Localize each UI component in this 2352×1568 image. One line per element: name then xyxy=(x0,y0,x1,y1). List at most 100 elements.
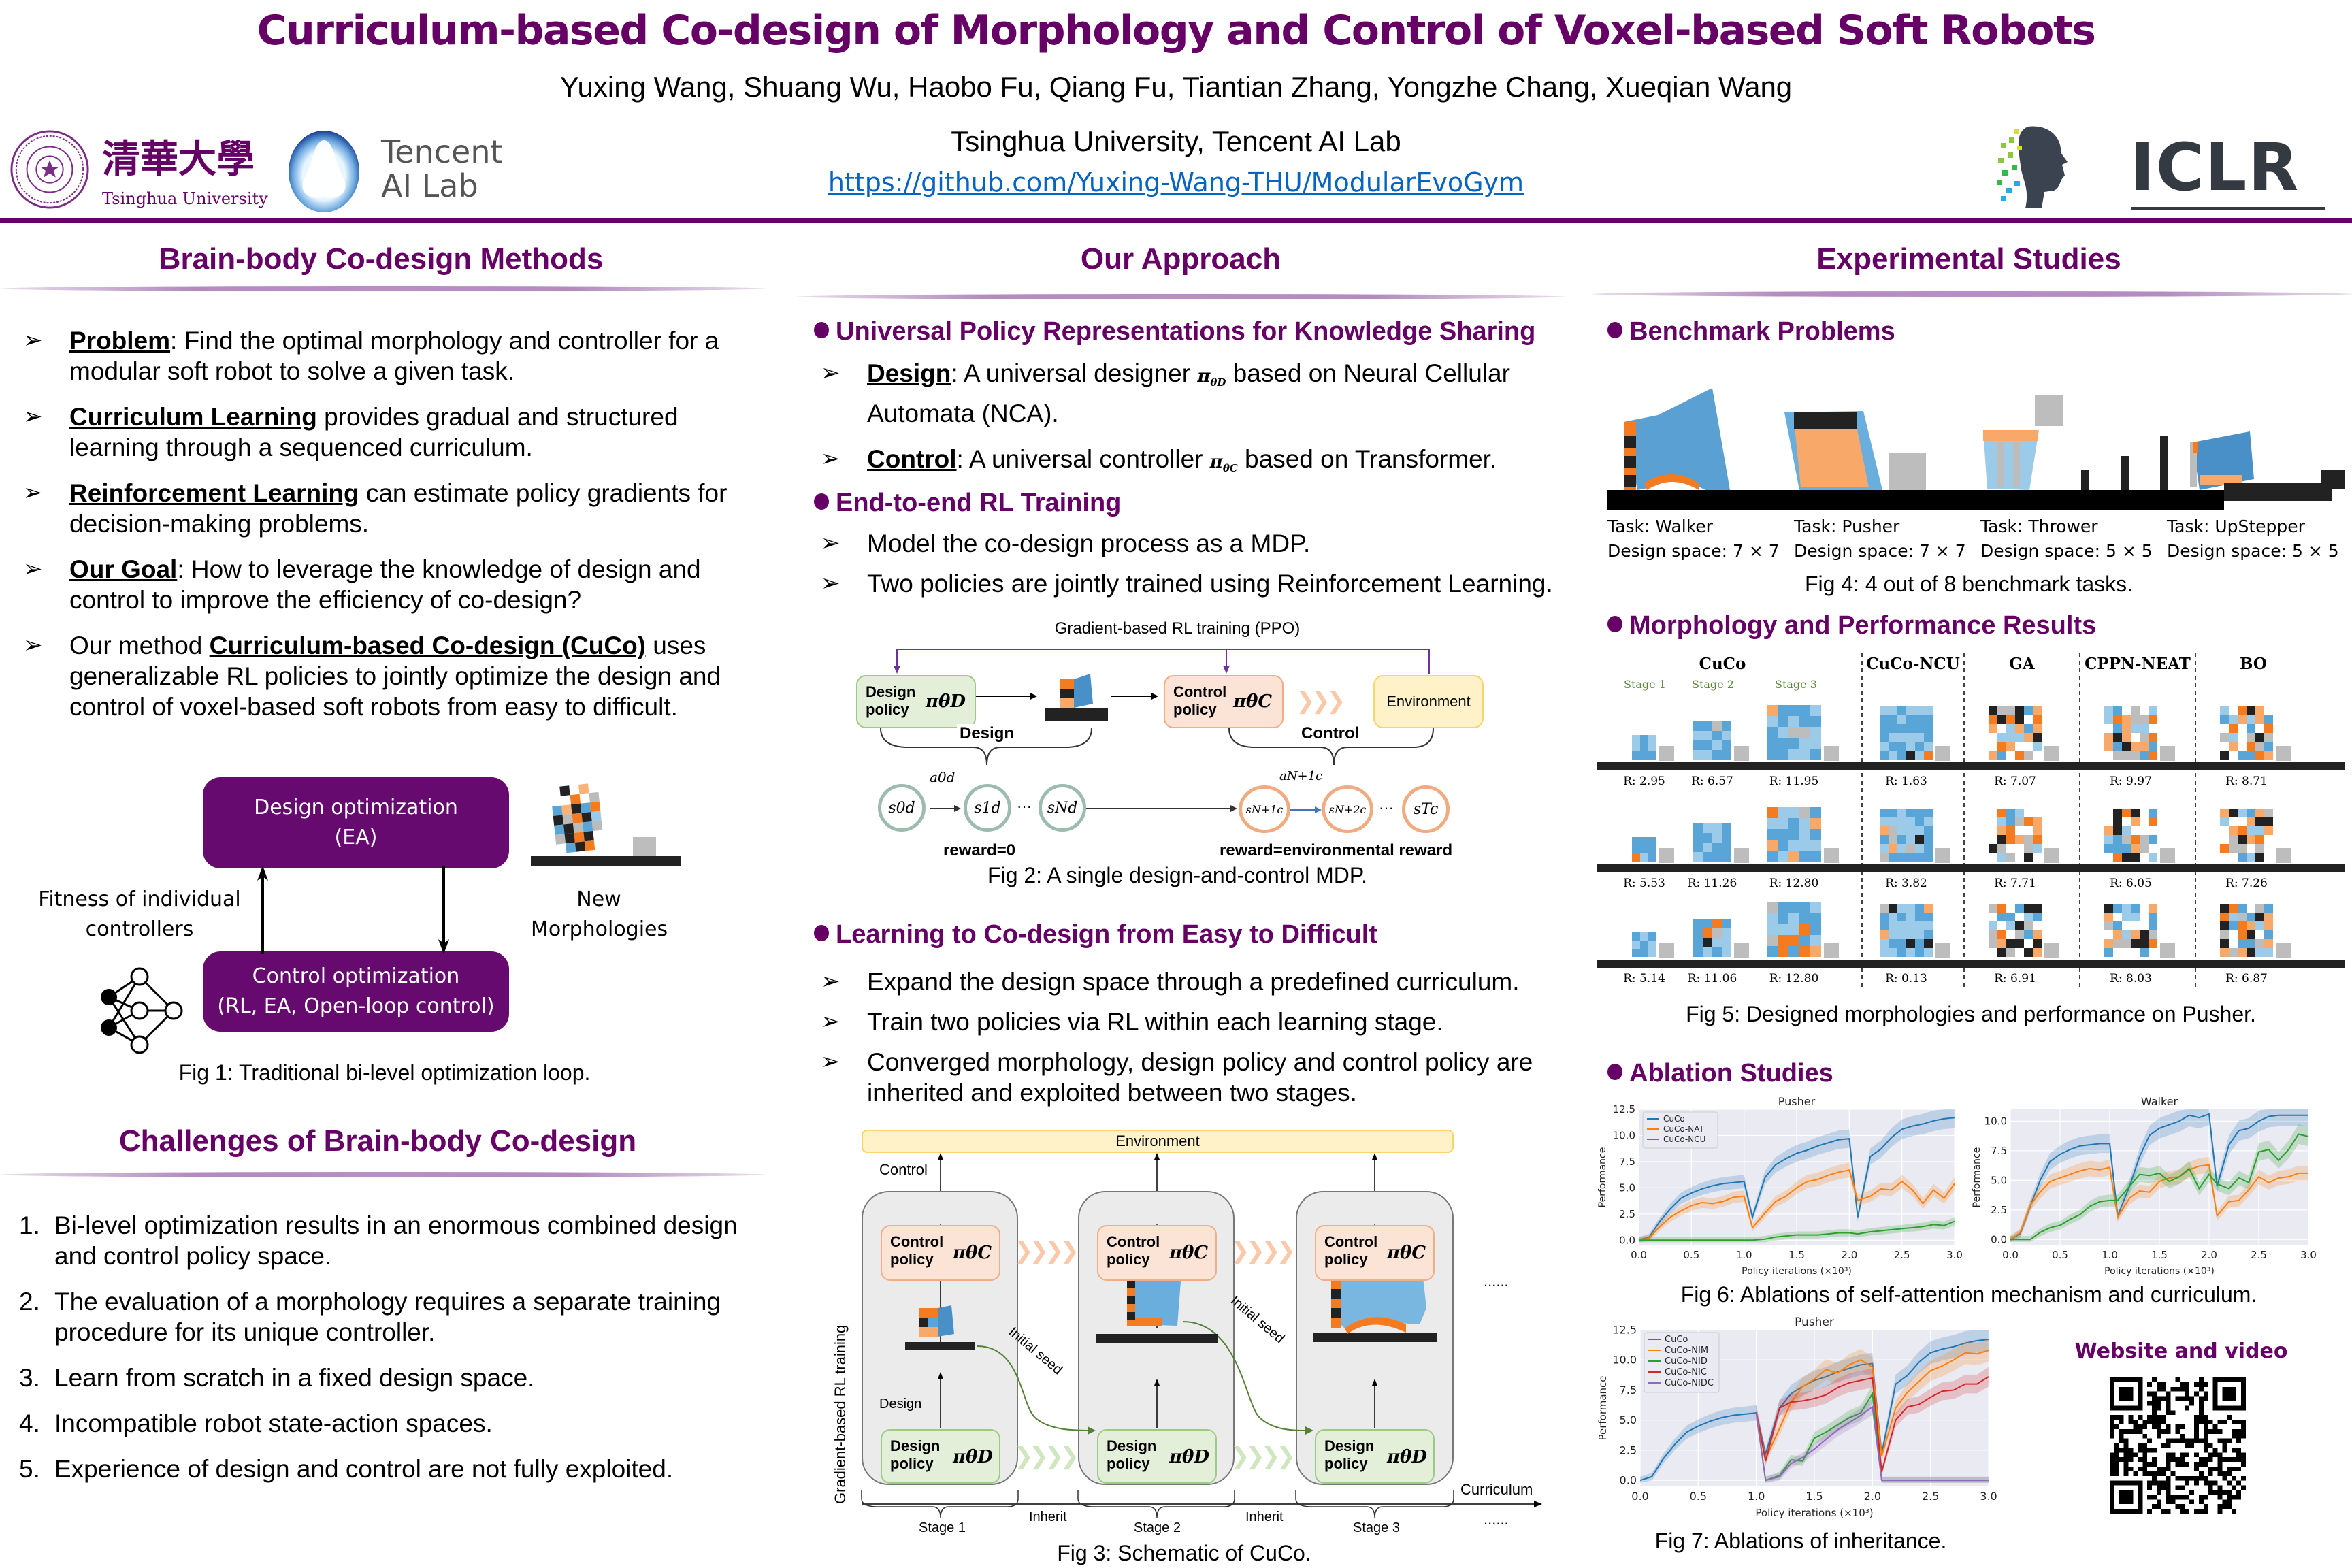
y-tick-label: 12.5 xyxy=(1613,1103,1635,1115)
voxel xyxy=(1889,724,1897,733)
qr-module xyxy=(2222,1457,2227,1463)
design-optimization-box: Design optimization (EA) xyxy=(203,777,509,868)
voxel xyxy=(2247,715,2255,724)
voxel xyxy=(1778,705,1788,716)
voxel xyxy=(1924,706,1933,715)
qr-module xyxy=(2203,1448,2208,1453)
qr-module xyxy=(2166,1396,2171,1401)
qr-module xyxy=(2147,1382,2153,1387)
voxel xyxy=(1712,843,1722,852)
qr-code-icon[interactable] xyxy=(2110,1377,2246,1514)
voxel xyxy=(1924,853,1933,862)
voxel xyxy=(2247,921,2255,930)
voxel xyxy=(2024,835,2033,844)
voxel xyxy=(2015,751,2024,760)
voxel xyxy=(1915,808,1924,817)
voxel xyxy=(1778,716,1788,727)
state-node-control: sN+1c xyxy=(1239,785,1290,833)
pi-theta-c-symbol: πθC xyxy=(1169,1243,1209,1263)
qr-module xyxy=(2161,1509,2166,1514)
voxel xyxy=(1924,751,1933,760)
qr-module xyxy=(2152,1475,2157,1481)
voxel xyxy=(1924,808,1933,817)
qr-module xyxy=(2119,1415,2124,1420)
voxel xyxy=(1897,808,1906,817)
voxel xyxy=(1924,904,1933,913)
robot-morphology xyxy=(1767,705,1821,760)
qr-module xyxy=(2119,1420,2124,1424)
voxel xyxy=(1924,826,1933,835)
control-optimization-box: Control optimization (RL, EA, Open-loop … xyxy=(203,951,509,1032)
voxel xyxy=(1767,913,1778,924)
voxel xyxy=(1722,750,1731,760)
voxel xyxy=(1722,721,1731,731)
voxel xyxy=(1897,733,1906,742)
voxel xyxy=(1799,913,1810,924)
voxel xyxy=(2238,706,2247,715)
qr-module xyxy=(2241,1462,2246,1467)
repo-link[interactable]: https://github.com/Yuxing-Wang-THU/Modul… xyxy=(828,167,1524,197)
task-name: Task: Pusher xyxy=(1794,517,1900,536)
voxel xyxy=(1906,939,1915,948)
voxel xyxy=(2015,921,2024,930)
voxel xyxy=(1640,949,1648,957)
x-tick-label: 1.5 xyxy=(2151,1249,2168,1261)
voxel xyxy=(1799,738,1810,749)
qr-module xyxy=(2222,1490,2227,1495)
voxel xyxy=(1648,751,1656,760)
voxel xyxy=(2149,930,2157,939)
push-box xyxy=(1936,848,1950,863)
voxel xyxy=(1880,751,1889,760)
voxel xyxy=(2247,706,2255,715)
qr-module xyxy=(2199,1420,2204,1424)
fig6-caption: Fig 6: Ablations of self-attention mecha… xyxy=(1680,1282,2257,1307)
qr-module xyxy=(2199,1509,2204,1514)
ground-bar xyxy=(1597,960,2345,968)
qr-module xyxy=(2133,1424,2138,1429)
voxel xyxy=(1767,902,1778,913)
voxel xyxy=(1880,826,1889,835)
design-space: Design space: 7 × 7 xyxy=(1794,541,1966,561)
qr-module xyxy=(2152,1377,2157,1382)
voxel xyxy=(2149,835,2157,844)
qr-module xyxy=(2123,1443,2129,1448)
voxel xyxy=(2131,930,2140,939)
reward-label: R: 6.05 xyxy=(2110,877,2152,890)
bullet-text: can estimate policy gradients for decisi… xyxy=(69,479,728,538)
qr-module xyxy=(2166,1499,2171,1505)
fitness-label-line1: Fitness of individual xyxy=(38,887,241,911)
qr-module xyxy=(2232,1494,2237,1500)
voxel xyxy=(2024,733,2033,742)
stage-label: Stage 2 xyxy=(1692,678,1734,691)
voxel xyxy=(1880,844,1889,853)
qr-module xyxy=(2123,1428,2129,1434)
qr-module xyxy=(2203,1428,2208,1434)
voxel xyxy=(1897,715,1906,724)
voxel xyxy=(2149,921,2157,930)
voxel xyxy=(2220,808,2229,817)
qr-module xyxy=(2147,1494,2153,1500)
qr-module xyxy=(2227,1471,2232,1476)
chevron-arrows-icon: ❯❯❯❯ xyxy=(1014,1238,1079,1264)
voxel xyxy=(1722,833,1731,843)
state-node-design: s1d xyxy=(964,784,1011,832)
qr-module xyxy=(2175,1475,2180,1481)
qr-module xyxy=(2175,1424,2180,1429)
qr-module xyxy=(2236,1452,2242,1458)
voxel xyxy=(1897,724,1906,733)
qr-module xyxy=(2222,1420,2227,1424)
voxel xyxy=(1915,930,1924,939)
qr-module xyxy=(2222,1504,2227,1509)
qr-module xyxy=(2212,1448,2218,1453)
voxel xyxy=(2024,904,2033,913)
iclr-head-logo xyxy=(1997,126,2068,208)
voxel xyxy=(2113,904,2122,913)
voxel xyxy=(1997,817,2006,826)
voxel xyxy=(1915,733,1924,742)
voxel xyxy=(1722,928,1731,938)
qr-module xyxy=(2232,1433,2237,1439)
x-tick-label: 1.0 xyxy=(2102,1249,2118,1261)
qr-module xyxy=(2236,1448,2242,1453)
